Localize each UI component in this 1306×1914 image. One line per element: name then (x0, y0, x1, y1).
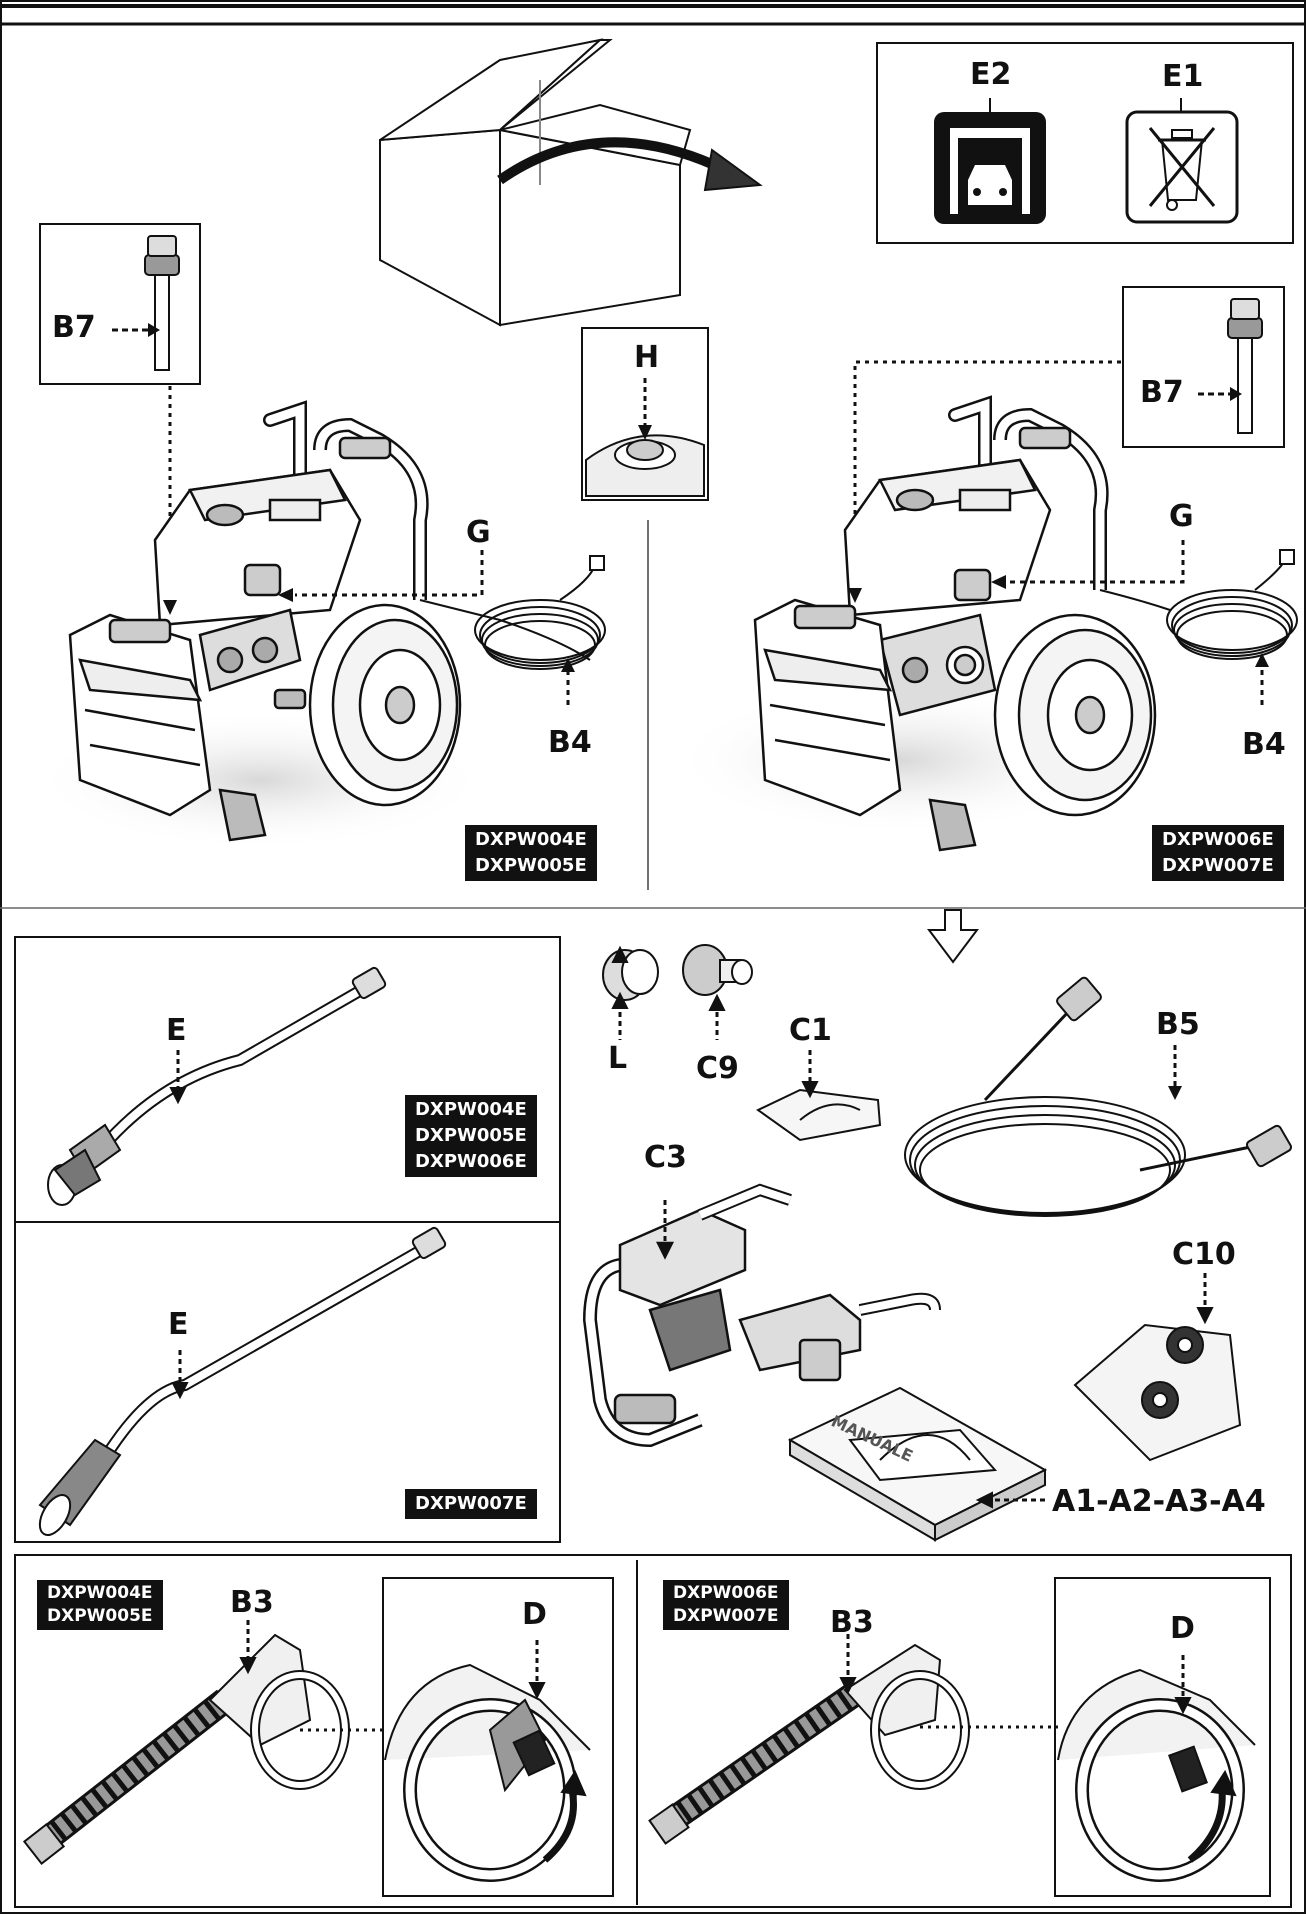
model-tag-gun-left: DXPW004E DXPW005E (37, 1580, 163, 1630)
nozzle-bag-icon (1073, 1273, 1242, 1462)
label-l: L (608, 1041, 628, 1076)
open-box-icon (379, 38, 692, 327)
trigger-gun-icon (648, 1625, 1058, 1845)
model-name: DXPW007E (1162, 855, 1274, 876)
model-tag-lance-lower: DXPW007E (405, 1489, 537, 1519)
label-b5: B5 (1156, 1007, 1200, 1042)
label-b3-left: B3 (230, 1585, 274, 1620)
label-d-left: D (522, 1597, 547, 1632)
label-a1-a2-a3-a4: A1-A2-A3-A4 (1052, 1484, 1266, 1519)
trigger-gun-icon (22, 1620, 386, 1866)
label-e-lower: E (168, 1307, 189, 1342)
label-g-right: G (1169, 499, 1194, 534)
label-b7-left: B7 (52, 310, 96, 345)
oil-dipstick-icon (39, 223, 201, 385)
pressure-washer-icon (670, 395, 1157, 852)
model-tag-right-machine: DXPW006E DXPW007E (1152, 825, 1284, 881)
model-name: DXPW004E (415, 1099, 527, 1120)
trigger-gun-detail-icon (1057, 1655, 1256, 1882)
model-name: DXPW005E (415, 1125, 527, 1146)
fuel-cap-detail-icon (581, 327, 709, 501)
pressure-washer-icon (30, 400, 490, 850)
power-cord-icon (419, 555, 606, 670)
spray-lance-icon (47, 966, 387, 1206)
gun-section-frame (14, 1554, 1292, 1908)
trigger-gun-detail-icon (384, 1640, 591, 1882)
model-name: DXPW006E (415, 1151, 527, 1172)
oil-dipstick-icon (1122, 286, 1285, 448)
fitting-c9-icon (611, 944, 753, 1040)
model-name: DXPW007E (415, 1493, 527, 1514)
manual-booklet-icon (787, 1386, 1048, 1542)
label-d-right: D (1170, 1611, 1195, 1646)
label-c9: C9 (696, 1051, 739, 1086)
crossed-bin-weee-icon (1125, 98, 1239, 224)
handle-frame-icon (582, 1183, 941, 1448)
model-name: DXPW007E (673, 1606, 779, 1626)
model-name: DXPW004E (47, 1583, 153, 1603)
seal-bag-icon (756, 1050, 882, 1142)
label-e1: E1 (1162, 59, 1204, 94)
leader-lines-right (1008, 540, 1264, 705)
model-name: DXPW005E (475, 855, 587, 876)
label-e2: E2 (970, 57, 1012, 92)
power-cord-icon (1099, 549, 1298, 660)
lance-box-lower (14, 1221, 561, 1543)
model-name: DXPW004E (475, 829, 587, 850)
label-c1: C1 (789, 1013, 832, 1048)
label-g-left: G (466, 515, 491, 550)
model-name: DXPW006E (673, 1583, 779, 1603)
label-c10: C10 (1172, 1237, 1236, 1272)
curved-arrow-icon (497, 137, 763, 192)
leader-lines-left (295, 550, 570, 705)
label-c3: C3 (644, 1140, 687, 1175)
model-name: DXPW006E (1162, 829, 1274, 850)
fitting-l-icon (602, 945, 659, 1040)
indoor-garage-icon (934, 98, 1046, 224)
down-arrow-icon (927, 909, 979, 964)
high-pressure-hose-icon (904, 976, 1292, 1217)
model-tag-gun-right: DXPW006E DXPW007E (663, 1580, 789, 1630)
label-e-upper: E (166, 1013, 187, 1048)
model-name: DXPW005E (47, 1606, 153, 1626)
model-tag-left-machine: DXPW004E DXPW005E (465, 825, 597, 881)
label-b4-left: B4 (548, 725, 592, 760)
spray-lance-icon (38, 1226, 447, 1536)
label-b3-right: B3 (830, 1605, 874, 1640)
label-b7-right: B7 (1140, 375, 1184, 410)
label-h: H (634, 340, 660, 375)
model-tag-lance-upper: DXPW004E DXPW005E DXPW006E (405, 1095, 537, 1177)
label-b4-right: B4 (1242, 727, 1286, 762)
